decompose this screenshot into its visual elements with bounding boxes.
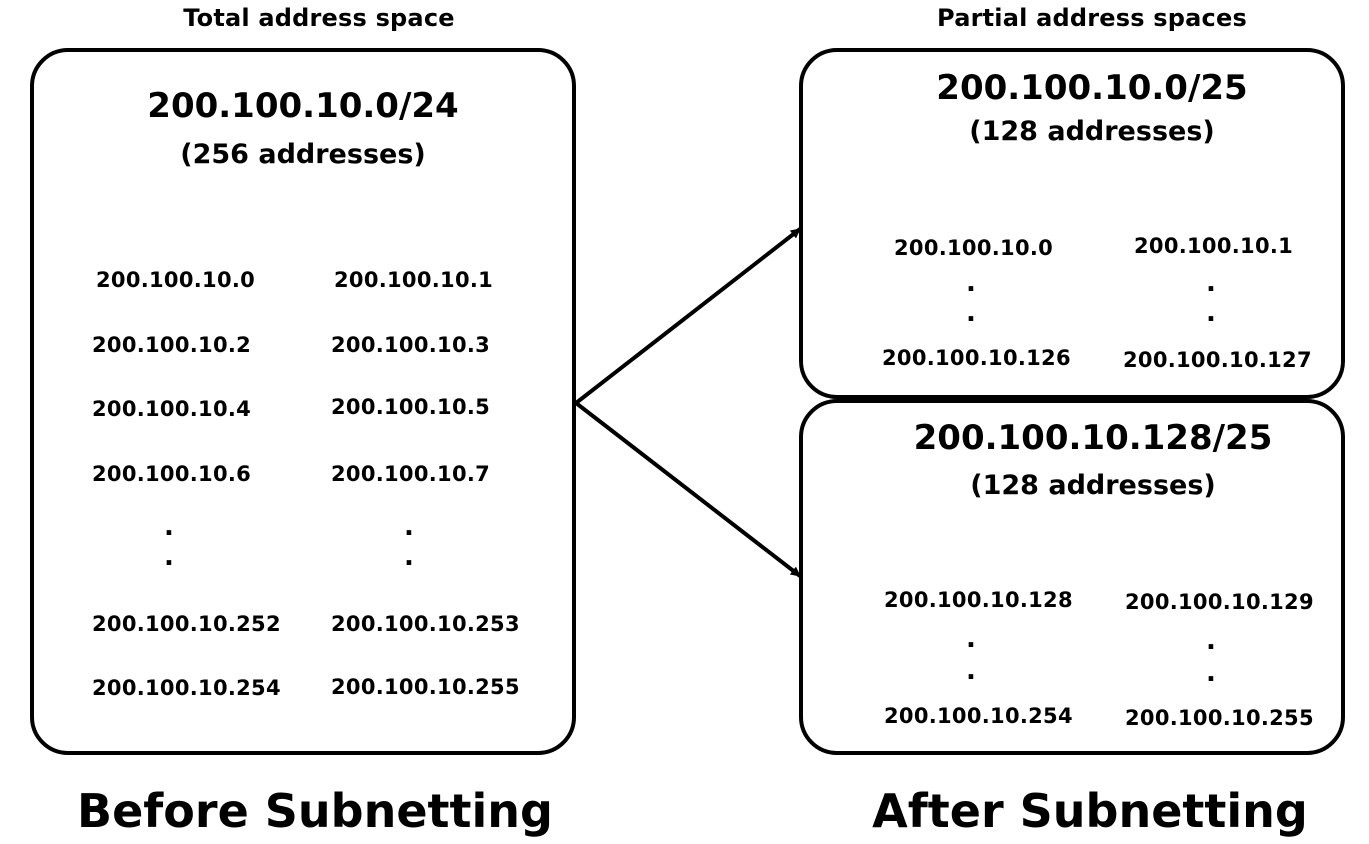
ellipsis-dot: . [1206,626,1216,656]
total-cidr: 200.100.10.0/24 [147,86,459,126]
subnet-1-cidr: 200.100.10.0/25 [936,68,1248,108]
address-item: 200.100.10.0 [894,236,1054,260]
address-item: 200.100.10.254 [884,704,1073,728]
address-item: 200.100.10.128 [884,588,1073,612]
subnet-2-cidr: 200.100.10.128/25 [913,418,1273,458]
address-item: 200.100.10.126 [882,346,1071,370]
ellipsis-dot: . [966,656,976,686]
subnet-1-address-count: (128 addresses) [969,116,1215,147]
after-subnetting-caption: After Subnetting [872,784,1308,838]
address-item: 200.100.10.255 [331,675,520,699]
ellipsis-dot: . [164,542,174,572]
address-item: 200.100.10.5 [331,395,491,419]
address-item: 200.100.10.255 [1125,706,1314,730]
arrow-to-lower-subnet [574,227,802,405]
total-address-count: (256 addresses) [180,139,426,170]
address-item: 200.100.10.2 [92,333,252,357]
ellipsis-dot: . [966,298,976,328]
total-address-space-box: 200.100.10.0/24 (256 addresses) 200.100.… [30,48,576,755]
subnet-2-address-count: (128 addresses) [970,470,1216,501]
address-item: 200.100.10.3 [331,333,491,357]
address-item: 200.100.10.4 [92,397,252,421]
address-item: 200.100.10.253 [331,612,520,636]
address-item: 200.100.10.6 [92,462,252,486]
address-item: 200.100.10.127 [1123,348,1312,372]
ellipsis-dot: . [164,512,174,542]
address-item: 200.100.10.254 [92,676,281,700]
ellipsis-dot: . [404,542,414,572]
ellipsis-dot: . [1206,658,1216,688]
address-item: 200.100.10.1 [334,268,494,292]
subnet-box-2: 200.100.10.128/25 (128 addresses) 200.10… [799,399,1345,755]
address-item: 200.100.10.1 [1134,234,1294,258]
address-item: 200.100.10.129 [1125,590,1314,614]
ellipsis-dot: . [1206,268,1216,298]
address-item: 200.100.10.0 [96,268,256,292]
partial-address-spaces-label: Partial address spaces [937,4,1247,32]
address-item: 200.100.10.7 [331,462,491,486]
total-address-space-label: Total address space [183,4,455,32]
ellipsis-dot: . [404,512,414,542]
before-subnetting-caption: Before Subnetting [77,784,553,838]
ellipsis-dot: . [966,268,976,298]
arrow-to-upper-subnet [574,401,802,578]
ellipsis-dot: . [966,624,976,654]
subnet-box-1: 200.100.10.0/25 (128 addresses) 200.100.… [799,48,1345,399]
address-item: 200.100.10.252 [92,612,281,636]
ellipsis-dot: . [1206,298,1216,328]
